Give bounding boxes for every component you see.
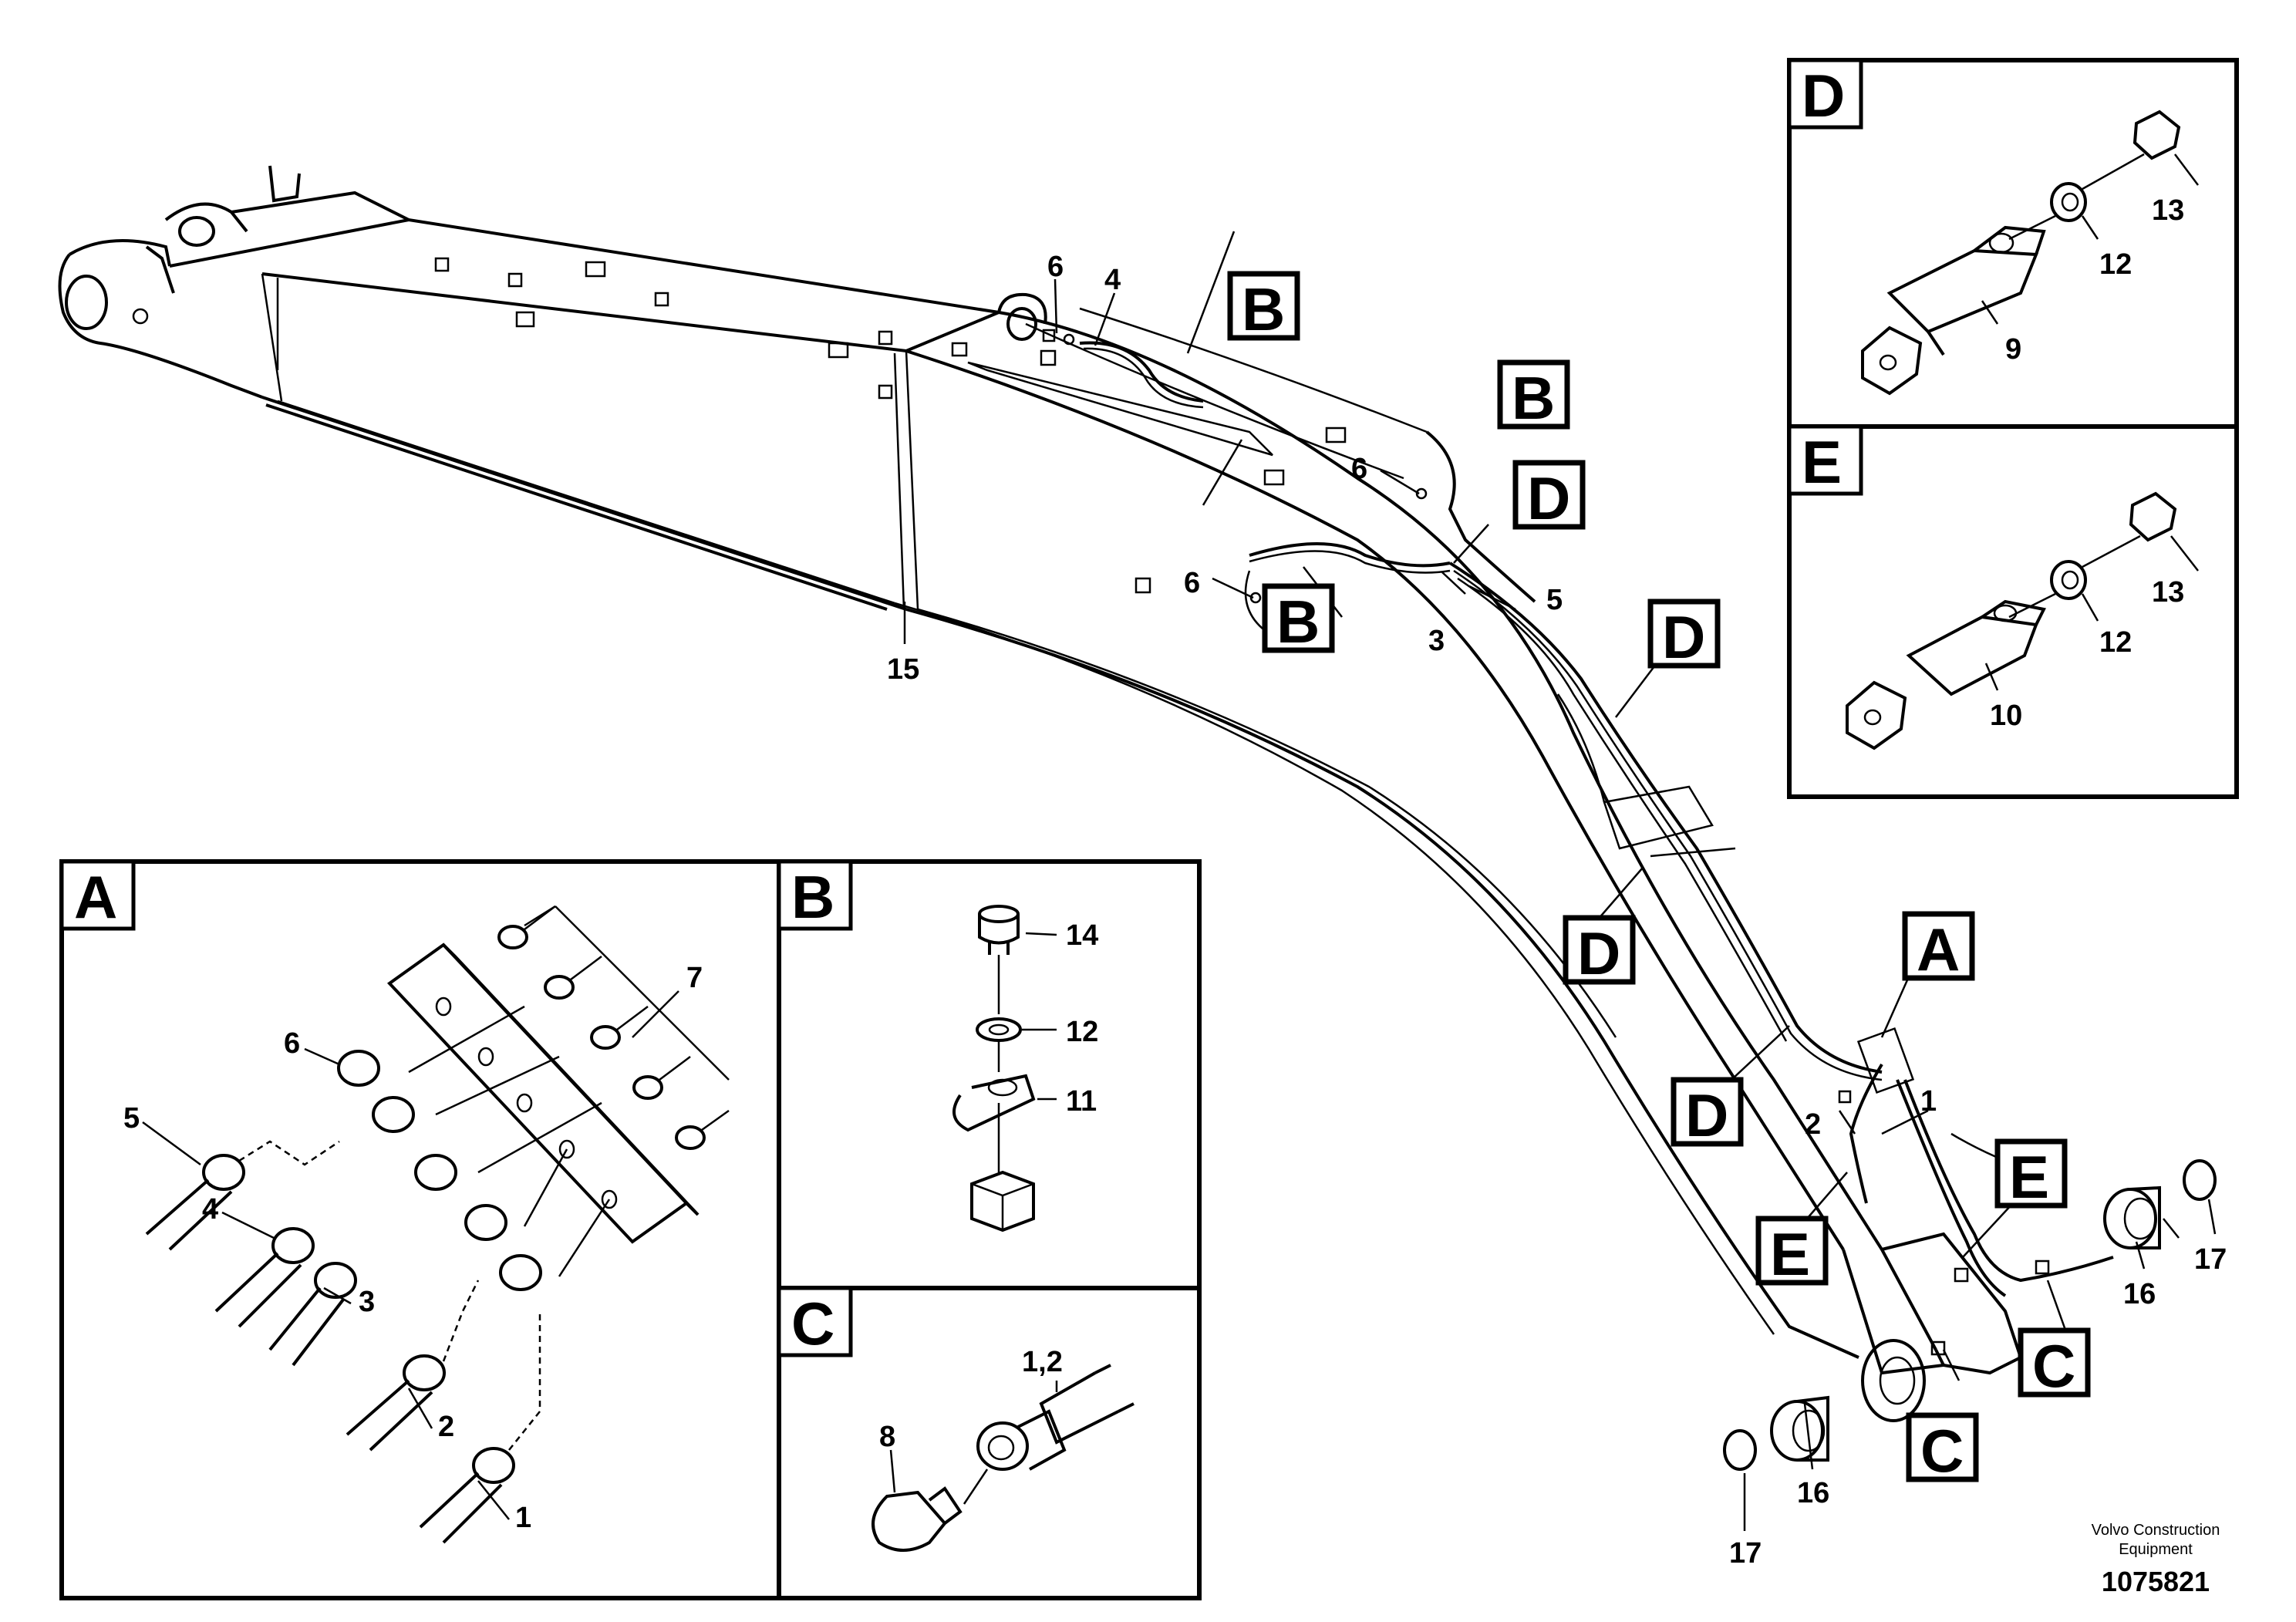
part-label-1-2: 1,2 xyxy=(1022,1346,1063,1378)
part-label-12: 12 xyxy=(2099,248,2132,281)
part-label-6: 6 xyxy=(1047,251,1064,283)
panel-title-c: C xyxy=(791,1290,834,1357)
part-label-17: 17 xyxy=(1729,1537,1762,1570)
detail-panel-d: D 13 12 9 xyxy=(1787,58,2239,429)
callout-box xyxy=(1994,1138,2068,1209)
part-label-2: 2 xyxy=(438,1411,454,1443)
callout-D: D xyxy=(1577,919,1620,987)
part-label-5: 5 xyxy=(1546,584,1563,616)
part-label-17: 17 xyxy=(2194,1243,2227,1276)
callout-box xyxy=(1497,359,1570,430)
callout-D: D xyxy=(1685,1081,1728,1149)
callout-E: E xyxy=(2009,1143,2049,1211)
part-label-16: 16 xyxy=(1797,1477,1829,1509)
bushings-and-seals xyxy=(1723,1159,2217,1471)
part-label-4: 4 xyxy=(202,1193,218,1226)
callout-C: C xyxy=(1920,1417,1964,1485)
part-label-6: 6 xyxy=(284,1027,300,1060)
part-label-6: 6 xyxy=(1184,567,1200,599)
drawing-footer: Volvo Construction Equipment 1075821 xyxy=(2092,1522,2220,1597)
callout-box xyxy=(1647,599,1721,669)
callout-B: B xyxy=(1242,275,1285,343)
callout-D: D xyxy=(1527,464,1570,532)
company-name-line2: Equipment xyxy=(2119,1541,2193,1558)
panel-title-b: B xyxy=(791,863,834,931)
part-label-2: 2 xyxy=(1805,1108,1821,1141)
part-label-12: 12 xyxy=(2099,626,2132,659)
part-label-8: 8 xyxy=(879,1421,895,1453)
part-label-13: 13 xyxy=(2152,194,2184,227)
panel-title-e: E xyxy=(1802,428,1842,496)
callout-box xyxy=(1906,1412,1979,1482)
part-label-1: 1 xyxy=(1920,1085,1937,1118)
part-label-6: 6 xyxy=(1351,453,1367,485)
part-label-4: 4 xyxy=(1104,264,1121,296)
part-label-10: 10 xyxy=(1990,700,2022,732)
callout-box xyxy=(1262,583,1335,653)
callout-box xyxy=(2018,1327,2091,1398)
boom-drawing xyxy=(58,165,2114,1422)
callout-B: B xyxy=(1512,364,1555,432)
callout-box xyxy=(1902,911,1975,981)
detail-panel-c: C 1,2 8 xyxy=(777,1286,1202,1600)
callout-box xyxy=(1563,915,1636,985)
part-label-16: 16 xyxy=(2123,1278,2156,1310)
part-label-3: 3 xyxy=(359,1286,375,1318)
part-label-12: 12 xyxy=(1066,1016,1098,1048)
detail-panel-e: E 13 12 10 xyxy=(1787,424,2239,799)
callout-E: E xyxy=(1770,1220,1810,1288)
part-label-11: 11 xyxy=(1066,1085,1097,1118)
panel-title-d: D xyxy=(1802,62,1845,130)
part-label-1: 1 xyxy=(515,1502,531,1534)
part-label-14: 14 xyxy=(1066,919,1098,952)
part-label-9: 9 xyxy=(2005,333,2021,366)
drawing-number: 1075821 xyxy=(2102,1566,2210,1597)
callout-box xyxy=(1512,460,1586,530)
panel-title-a: A xyxy=(74,863,117,931)
part-label-15: 15 xyxy=(887,653,919,686)
callout-box xyxy=(1671,1077,1744,1147)
main-callouts: B B B D D D D A E E C C xyxy=(1227,271,2091,1485)
callout-A: A xyxy=(1917,916,1960,983)
callout-D: D xyxy=(1662,603,1705,671)
callout-box xyxy=(1755,1216,1829,1286)
part-label-5: 5 xyxy=(123,1102,140,1135)
main-part-numbers: 6 4 6 6 5 3 15 2 1 16 17 16 17 xyxy=(887,251,2227,1570)
detail-panel-a: A xyxy=(59,859,781,1600)
company-name-line1: Volvo Construction xyxy=(2092,1522,2220,1539)
callout-B: B xyxy=(1276,588,1320,656)
callout-C: C xyxy=(2032,1332,2075,1400)
part-label-13: 13 xyxy=(2152,576,2184,609)
part-label-7: 7 xyxy=(686,962,703,994)
callout-box xyxy=(1227,271,1300,341)
detail-panel-b: B 14 12 11 xyxy=(777,859,1202,1290)
part-label-3: 3 xyxy=(1428,625,1445,657)
